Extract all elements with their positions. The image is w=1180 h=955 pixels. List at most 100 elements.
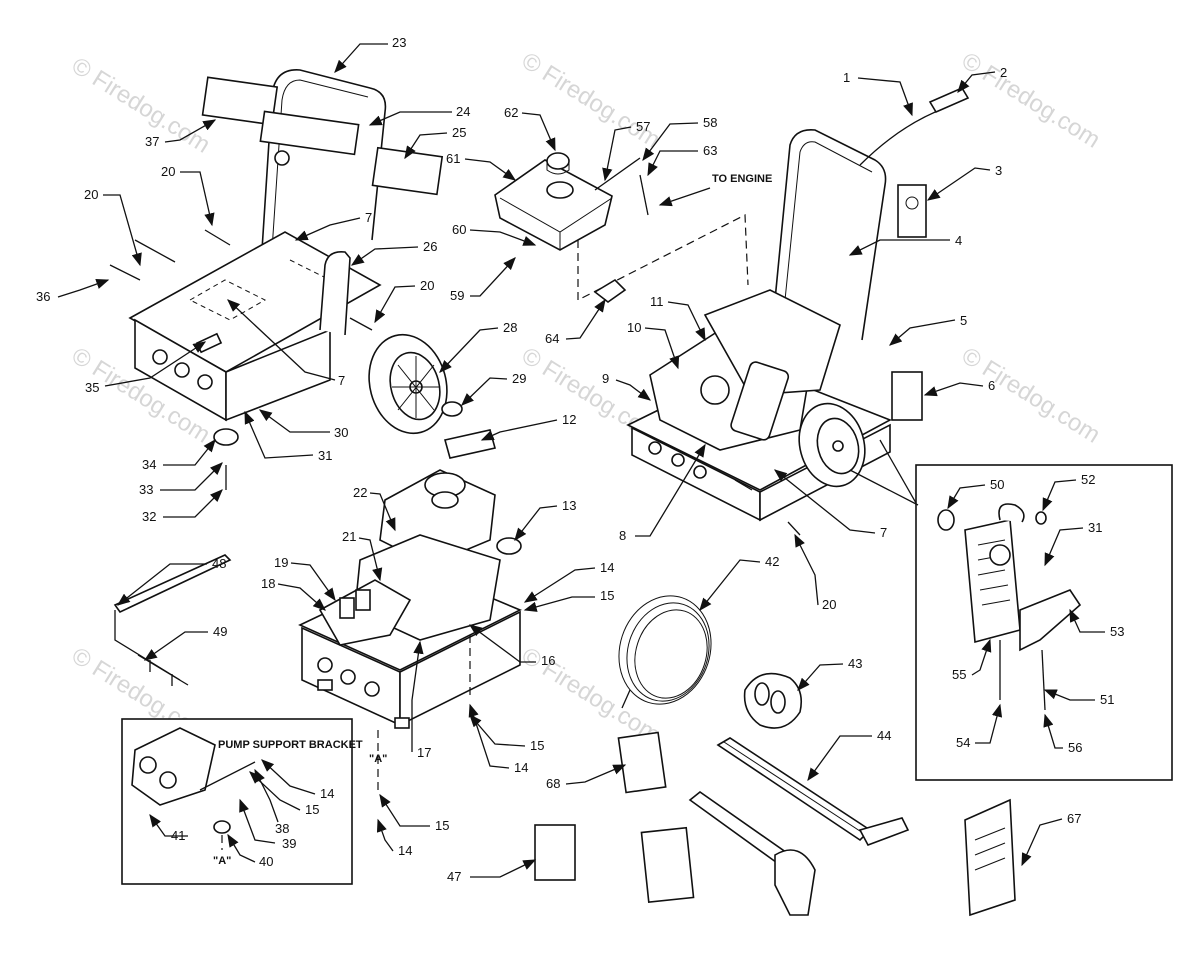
callout-7: 7 [880,525,887,540]
callout-68: 68 [546,776,560,791]
callout-14: 14 [600,560,614,575]
callout-18: 18 [261,576,275,591]
callout-40: 40 [259,854,273,869]
callout-19: 19 [274,555,288,570]
callout-leader-7 [227,299,336,381]
callout-leader-13 [514,505,558,542]
callout-leader-2 [957,71,996,94]
callout-2: 2 [1000,65,1007,80]
callout-11: 11 [650,294,664,309]
callout-28: 28 [503,320,517,335]
callout-leader-55 [971,638,992,676]
callout-6: 6 [988,378,995,393]
frame-assembly [109,69,463,490]
callout-64: 64 [545,331,559,346]
callout-leader-53 [1069,608,1105,633]
callout-leader-68 [565,764,627,785]
callout-leader-62 [521,112,556,152]
muffler-inset [915,464,1173,781]
callout-34: 34 [142,457,156,472]
callout-7: 7 [338,373,345,388]
callout-leader-33 [160,462,223,491]
callout-13: 13 [562,498,576,513]
callout-12: 12 [562,412,576,427]
wand [716,737,910,846]
callout-30: 30 [334,425,348,440]
spray-gun [688,791,816,916]
callout-leader-8 [635,443,706,537]
watermark: © Firedog.com [957,47,1105,153]
callout-4: 4 [955,233,962,248]
callout-leader-7 [773,469,876,534]
callout-31: 31 [318,448,332,463]
watermark: © Firedog.com [67,52,215,158]
callout-1: 1 [843,70,850,85]
callout-leader-15 [523,596,595,612]
callout-leader-41 [149,813,188,837]
callout-21: 21 [342,529,356,544]
callout-44: 44 [877,728,891,743]
callout-leader-47 [470,859,537,878]
callout-24: 24 [456,104,470,119]
callout-leader-48 [116,563,207,606]
callout-leader-15 [379,793,430,827]
callout-leader-54 [975,703,1003,744]
callout-leader-1 [857,77,913,117]
callout-leader-44 [807,735,872,782]
callout-leader-50 [947,484,986,510]
callout-35: 35 [85,380,99,395]
callout-63: 63 [703,143,717,158]
callout-leader-32 [163,489,223,518]
callout-55: 55 [952,667,966,682]
callout-leader-56 [1043,713,1063,749]
callout-leader-31 [244,410,314,459]
watermark: © Firedog.com [517,47,665,153]
callout-leader-15 [249,771,301,811]
callout-leader-64 [565,298,606,340]
callout-14: 14 [514,760,528,775]
pump-support-bracket-label: PUMP SUPPORT BRACKET [218,739,363,751]
callout-5: 5 [960,313,967,328]
callout-22: 22 [353,485,367,500]
callout-48: 48 [212,556,226,571]
callout-26: 26 [423,239,437,254]
callout-leader-22 [369,492,396,532]
callout-53: 53 [1110,624,1124,639]
callout-leader-28 [439,327,499,373]
to-engine-label: TO ENGINE [712,173,772,185]
callout-leader-43 [797,663,844,691]
callout-leader-25 [404,132,448,160]
callout-leader-14 [468,703,510,769]
nozzles [743,672,803,729]
callout-leader-59 [470,257,516,297]
callout-7: 7 [365,210,372,225]
callout-leader-14 [523,567,596,603]
callout-58: 58 [703,115,717,130]
callout-leader-61 [464,158,517,181]
callout-62: 62 [504,105,518,120]
callout-16: 16 [541,653,555,668]
callout-20: 20 [822,597,836,612]
to-engine-arrow [658,187,711,207]
callout-leader-19 [290,562,336,602]
callout-leader-4 [848,239,950,256]
hose-coil [618,595,712,709]
callout-leader-21 [358,537,383,582]
callout-33: 33 [139,482,153,497]
callout-leader-20 [794,533,819,606]
callout-50: 50 [990,477,1004,492]
callout-leader-16 [468,624,536,663]
callout-leader-24 [368,111,452,126]
callout-51: 51 [1100,692,1114,707]
engine-pump-assembly [298,429,522,790]
callout-36: 36 [36,289,50,304]
callout-32: 32 [142,509,156,524]
callout-9: 9 [602,371,609,386]
callout-49: 49 [213,624,227,639]
callout-leader-60 [469,229,537,246]
callout-leader-42 [699,559,761,612]
callout-leader-5 [889,319,956,346]
watermark: © Firedog.com [517,642,665,748]
